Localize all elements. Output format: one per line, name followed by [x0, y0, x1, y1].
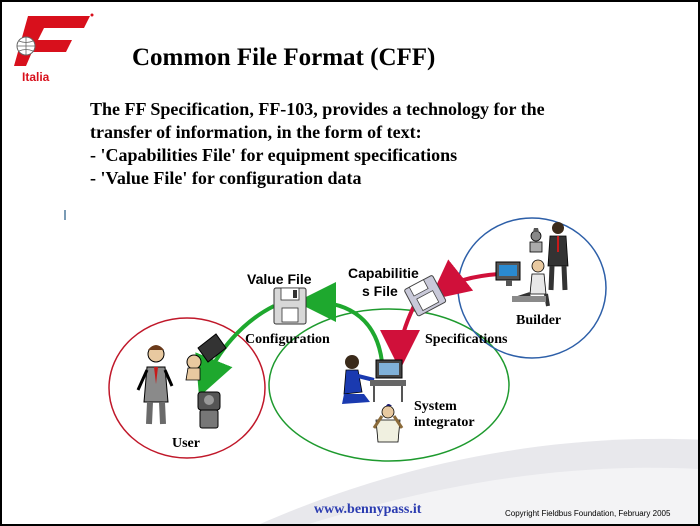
- builder-label: Builder: [516, 313, 562, 328]
- capabilities-file-label-line2: s File: [362, 283, 398, 299]
- specifications-label: Specifications: [425, 332, 508, 347]
- capabilities-floppy-icon: [404, 275, 447, 317]
- handheld-configurator-icon: [185, 333, 227, 381]
- user-person-icon: [136, 345, 174, 425]
- body-line: - 'Capabilities File' for equipment spec…: [90, 145, 458, 165]
- page-title: Common File Format (CFF): [132, 44, 436, 71]
- body-line: transfer of information, in the form of …: [90, 122, 422, 142]
- logo-text: Italia: [22, 70, 50, 84]
- configuration-label: Configuration: [245, 332, 330, 347]
- fieldbus-logo-icon: [14, 13, 94, 66]
- text-cursor: [64, 210, 66, 220]
- body-line: - 'Value File' for configuration data: [90, 168, 362, 188]
- floppy-disk-icon: [273, 287, 307, 325]
- body-text: The FF Specification, FF-103, provides a…: [90, 98, 670, 190]
- value-file-label: Value File: [247, 271, 312, 287]
- capabilities-file-label-line1: Capabilitie: [348, 265, 419, 281]
- user-circle: [108, 317, 266, 459]
- red-arrow-from-builder: [429, 259, 500, 300]
- field-transmitter-icon: [197, 391, 221, 429]
- technician-reading-icon: [372, 404, 404, 443]
- footer-copyright: Copyright Fieldbus Foundation, February …: [505, 509, 671, 518]
- cff-diagram: Value File Capabilitie s File Configurat…: [2, 202, 698, 502]
- workstation-icon: [370, 359, 406, 402]
- footer-url-link[interactable]: www.bennypass.it: [314, 502, 422, 517]
- system-integrator-label-line2: integrator: [414, 415, 475, 430]
- body-line: The FF Specification, FF-103, provides a…: [90, 99, 545, 119]
- red-arrow-to-integrator: [380, 305, 421, 370]
- builder-manager-icon: [547, 222, 569, 291]
- system-integrator-circle: [268, 308, 510, 462]
- builder-machinery-icon: [529, 228, 543, 253]
- diagram-graphics: [108, 217, 607, 462]
- builder-technician-icon: [495, 259, 550, 307]
- green-arrow-to-user-device: [195, 304, 275, 397]
- user-label: User: [172, 436, 200, 451]
- background-swoosh: [260, 438, 698, 524]
- system-integrator-label-line1: System: [414, 399, 457, 414]
- system-integrator-person-icon: [342, 355, 375, 404]
- green-arrow-to-value-file: [296, 282, 384, 363]
